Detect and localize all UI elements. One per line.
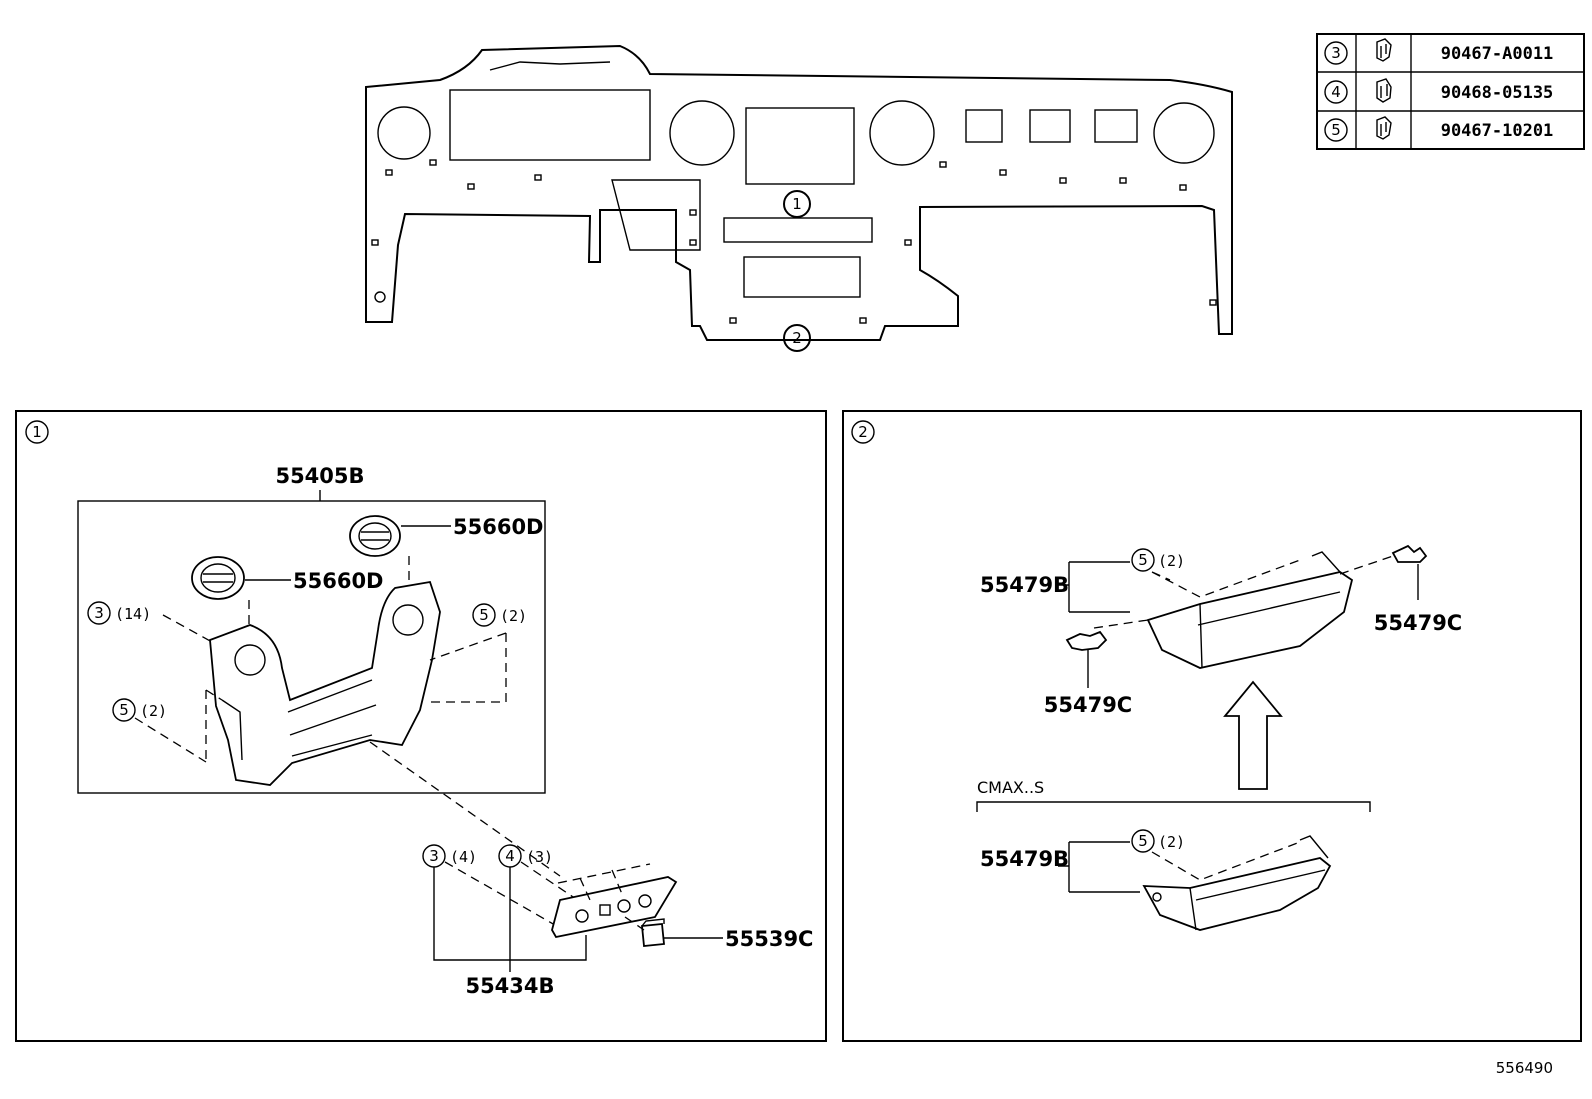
air-vent-upper xyxy=(349,515,401,557)
vent-lower-label: 55660D xyxy=(293,569,384,593)
table-row: 4 90468-05135 xyxy=(1324,78,1554,104)
lower-clip3-ref: 3 xyxy=(429,847,439,865)
table-part-number: 90468-05135 xyxy=(1441,83,1554,103)
table-row: 3 90467-A0011 xyxy=(1324,38,1554,65)
table-row: 5 90467-10201 xyxy=(1324,116,1554,142)
clip3-ref: 3 xyxy=(94,604,104,622)
trim-panel-lower xyxy=(1142,835,1332,931)
trim-panel-upper xyxy=(1146,551,1354,669)
overview-callout-1: 1 xyxy=(792,195,802,213)
clip5-right-qty: (2) xyxy=(500,607,527,625)
upper-clip-qty: (2) xyxy=(1158,552,1185,570)
lower-clip4-qty: (3) xyxy=(526,848,553,866)
up-arrow-icon xyxy=(1223,680,1283,790)
screw-left xyxy=(1065,630,1108,651)
vent-upper-label: 55660D xyxy=(453,515,544,539)
clip5-left-ref: 5 xyxy=(119,701,129,719)
lower-clip-ref: 5 xyxy=(1138,832,1148,850)
table-ref: 3 xyxy=(1331,44,1341,62)
screw-right xyxy=(1391,544,1428,563)
screw-left-label: 55479C xyxy=(1044,693,1132,717)
switch-panel xyxy=(551,863,678,939)
table-ref: 4 xyxy=(1331,83,1341,101)
upper-panel-label: 55479B xyxy=(980,573,1069,597)
clip5-left-qty: (2) xyxy=(140,702,167,720)
screw-right-label: 55479C xyxy=(1374,611,1462,635)
lower-clip4-ref: 4 xyxy=(505,847,515,865)
switch-label: 55539C xyxy=(725,927,813,951)
fastener-table: 3 90467-A0011 4 90468-05135 5 90467-1020… xyxy=(1316,33,1585,150)
air-vent-lower xyxy=(191,556,245,600)
table-part-number: 90467-10201 xyxy=(1441,121,1554,141)
overview-callout-2: 2 xyxy=(792,329,802,347)
clip-icon xyxy=(1376,38,1392,62)
diagram-id: 556490 xyxy=(1496,1059,1553,1077)
lower-clip-qty: (2) xyxy=(1158,833,1185,851)
lower-clip3-qty: (4) xyxy=(450,848,477,866)
lower-panel-label: 55479B xyxy=(980,847,1069,871)
table-ref: 5 xyxy=(1331,121,1341,139)
panel-2-ref: 2 xyxy=(858,423,868,441)
center-cluster-frame xyxy=(209,580,441,786)
panel-label: 55434B xyxy=(465,974,554,998)
assembly-label: 55405B xyxy=(275,464,364,488)
clip-icon xyxy=(1376,78,1392,103)
upper-clip-ref: 5 xyxy=(1138,551,1148,569)
clip5-right-ref: 5 xyxy=(479,606,489,624)
clip-icon xyxy=(1376,116,1392,140)
panel-1-ref: 1 xyxy=(32,423,42,441)
variant-note: CMAX..S xyxy=(977,778,1044,797)
detail-panel-1: 1 55405B 55660D 55660D xyxy=(15,410,827,1042)
clip3-qty: (14) xyxy=(115,605,151,623)
dashboard-overview: 1 2 xyxy=(365,44,1233,352)
switch-button xyxy=(641,918,665,947)
table-part-number: 90467-A0011 xyxy=(1441,44,1554,64)
detail-panel-2: 2 55479B 5 (2) 55479C 55479C CMAX..S xyxy=(842,410,1582,1042)
